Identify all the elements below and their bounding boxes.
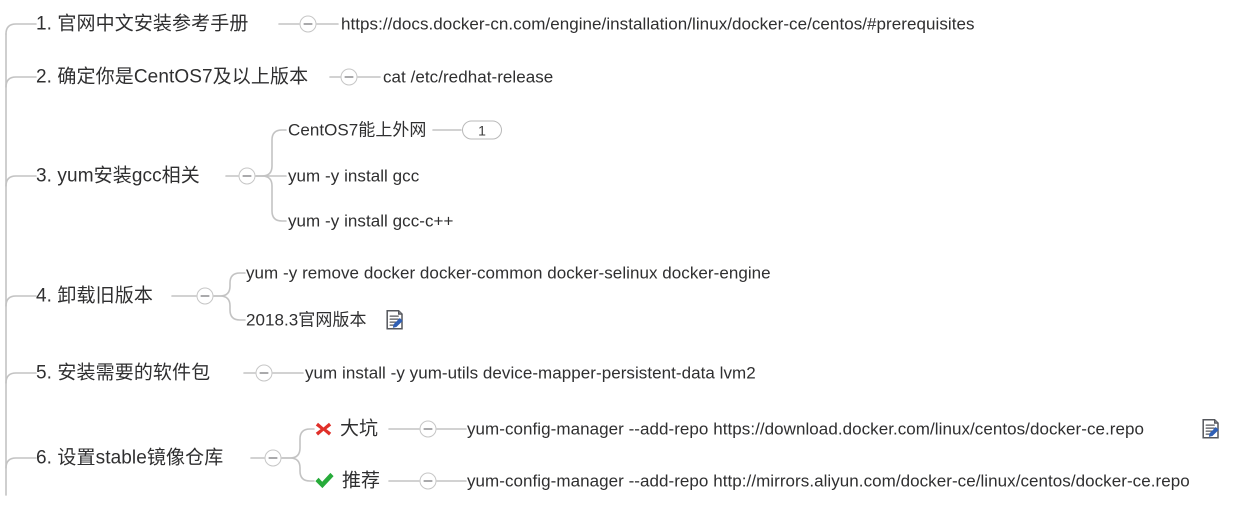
- subtopic-6-pitfall[interactable]: 大坑: [314, 420, 378, 439]
- collapse-toggle-topic-6[interactable]: [264, 449, 282, 467]
- subtopic-2-command[interactable]: cat /etc/redhat-release: [383, 67, 554, 87]
- subtopic-3-install-gcc[interactable]: yum -y install gcc: [288, 166, 420, 186]
- collapse-toggle-topic-5[interactable]: [255, 364, 273, 382]
- topic-1[interactable]: 1. 官网中文安装参考手册: [36, 13, 249, 35]
- note-icon[interactable]: [386, 309, 405, 331]
- subtopic-1-url[interactable]: https://docs.docker-cn.com/engine/instal…: [341, 14, 975, 34]
- cross-mark-icon: [314, 420, 333, 439]
- subtopic-6-pitfall-command[interactable]: yum-config-manager --add-repo https://do…: [467, 419, 1145, 439]
- collapse-toggle-pitfall[interactable]: [419, 420, 437, 438]
- topic-6[interactable]: 6. 设置stable镜像仓库: [36, 447, 224, 469]
- collapse-toggle-topic-3[interactable]: [238, 167, 256, 185]
- subtopic-6-recommended[interactable]: 推荐: [314, 472, 380, 491]
- subtopic-4-official-version[interactable]: 2018.3官网版本: [246, 310, 367, 330]
- subtopic-6-recommended-command[interactable]: yum-config-manager --add-repo http://mir…: [467, 471, 1190, 491]
- topic-5[interactable]: 5. 安装需要的软件包: [36, 362, 211, 384]
- subtopic-3-install-gcc-cpp[interactable]: yum -y install gcc-c++: [288, 211, 454, 231]
- note-icon[interactable]: [1202, 418, 1221, 440]
- topic-4[interactable]: 4. 卸载旧版本: [36, 285, 153, 307]
- subtopic-5-command[interactable]: yum install -y yum-utils device-mapper-p…: [305, 363, 756, 383]
- subtopic-4-remove-command[interactable]: yum -y remove docker docker-common docke…: [246, 263, 771, 283]
- collapse-toggle-topic-1[interactable]: [299, 15, 317, 33]
- subtopic-6-pitfall-label: 大坑: [340, 418, 379, 440]
- collapse-toggle-topic-2[interactable]: [340, 68, 358, 86]
- check-mark-icon: [314, 472, 335, 491]
- collapse-toggle-topic-4[interactable]: [196, 287, 214, 305]
- subtopic-3-network[interactable]: CentOS7能上外网: [288, 120, 427, 140]
- topic-2[interactable]: 2. 确定你是CentOS7及以上版本: [36, 66, 309, 88]
- subtopic-6-recommended-label: 推荐: [342, 470, 381, 492]
- priority-badge-1[interactable]: 1: [462, 120, 502, 140]
- collapse-toggle-recommended[interactable]: [419, 472, 437, 490]
- topic-3[interactable]: 3. yum安装gcc相关: [36, 165, 200, 187]
